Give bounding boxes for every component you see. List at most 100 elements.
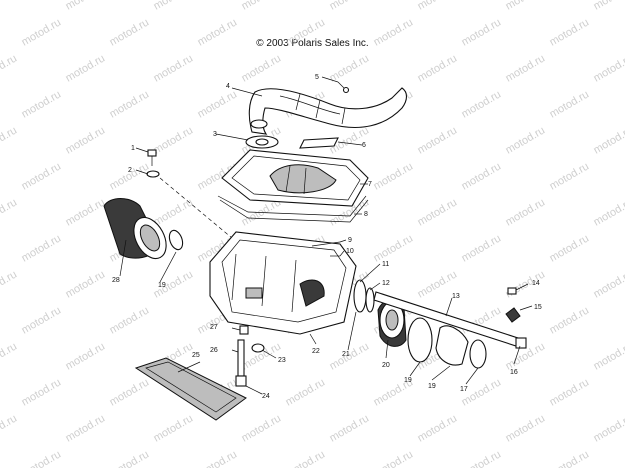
callout-3: 3 — [213, 131, 217, 138]
screw — [342, 86, 350, 94]
watermark-text: motod.ru — [20, 232, 64, 264]
drain-26 — [237, 339, 245, 377]
watermark-text: motod.ru — [64, 124, 108, 156]
watermark-text: motod.ru — [416, 124, 460, 156]
watermark-text: motod.ru — [372, 160, 416, 192]
watermark-text: motod.ru — [504, 412, 548, 444]
callout-19: 19 — [158, 282, 166, 289]
watermark-text: motod.ru — [240, 52, 284, 84]
clamp-17 — [469, 339, 487, 369]
watermark-text: motod.ru — [504, 124, 548, 156]
watermark-text: motod.ru — [0, 196, 19, 228]
watermark-text: motod.ru — [416, 52, 460, 84]
boot-19-b — [435, 325, 469, 366]
watermark-text: motod.ru — [460, 160, 504, 192]
panel-25 — [134, 357, 247, 421]
callout-2: 2 — [128, 167, 132, 174]
callout-28: 28 — [112, 277, 120, 284]
watermark-text: motod.ru — [548, 160, 592, 192]
watermark-text: motod.ru — [592, 196, 625, 228]
callout-8: 8 — [364, 211, 368, 218]
airbox-body — [209, 231, 357, 335]
hose-clamp-left — [168, 229, 184, 251]
watermark-text: motod.ru — [460, 232, 504, 264]
watermark-text: motod.ru — [592, 412, 625, 444]
watermark-text: motod.ru — [108, 160, 152, 192]
watermark-text: motod.ru — [0, 124, 19, 156]
callout-19: 19 — [404, 377, 412, 384]
screw-14 — [507, 287, 517, 295]
watermark-text: motod.ru — [592, 124, 625, 156]
watermark-text: motod.ru — [328, 52, 372, 84]
watermark-text: motod.ru — [592, 0, 625, 13]
decal-label — [299, 137, 339, 149]
watermark-text: motod.ru — [504, 196, 548, 228]
watermark-text: motod.ru — [504, 268, 548, 300]
watermark-text: motod.ru — [416, 412, 460, 444]
watermark-text: motod.ru — [20, 88, 64, 120]
tube-end — [515, 337, 527, 349]
copyright-text: © 2003 Polaris Sales Inc. — [256, 38, 369, 49]
watermark-text: motod.ru — [548, 376, 592, 408]
watermark-text: motod.ru — [548, 88, 592, 120]
watermark-text: motod.ru — [152, 52, 196, 84]
watermark-text: motod.ru — [152, 412, 196, 444]
callout-11: 11 — [382, 261, 389, 268]
watermark-text: motod.ru — [64, 52, 108, 84]
callout-19: 19 — [428, 383, 436, 390]
watermark-text: motod.ru — [152, 196, 196, 228]
watermark-text: motod.ru — [460, 448, 504, 468]
watermark-text: motod.ru — [152, 0, 196, 13]
callout-16: 16 — [510, 369, 518, 376]
callout-14: 14 — [532, 280, 540, 287]
bolt-head — [147, 149, 157, 157]
duct-outlet — [250, 119, 268, 129]
callout-4: 4 — [226, 83, 230, 90]
watermark-text: motod.ru — [372, 16, 416, 48]
watermark-text: motod.ru — [64, 412, 108, 444]
callout-20: 20 — [382, 362, 390, 369]
watermark-text: motod.ru — [592, 268, 625, 300]
watermark-text: motod.ru — [108, 16, 152, 48]
watermark-text: motod.ru — [372, 232, 416, 264]
watermark-text: motod.ru — [548, 304, 592, 336]
watermark-text: motod.ru — [328, 412, 372, 444]
watermark-text: motod.ru — [284, 16, 328, 48]
watermark-text: motod.ru — [0, 268, 19, 300]
callout-numbers: 1234567891011121314151617191919202122232… — [112, 74, 542, 400]
clip-15 — [505, 307, 521, 323]
callout-12: 12 — [382, 280, 390, 287]
callout-5: 5 — [315, 74, 319, 81]
watermark-text: motod.ru — [20, 16, 64, 48]
callout-26: 26 — [210, 347, 218, 354]
watermark-text: motod.ru — [196, 88, 240, 120]
callout-25: 25 — [192, 352, 200, 359]
callout-23: 23 — [278, 357, 286, 364]
watermark-text: motod.ru — [372, 448, 416, 468]
watermark-text: motod.ru — [64, 268, 108, 300]
washer-23 — [251, 343, 265, 353]
watermark-text: motod.ru — [0, 340, 19, 372]
watermark-text: motod.ru — [0, 412, 19, 444]
watermark-text: motod.ru — [460, 16, 504, 48]
watermark-text: motod.ru — [416, 0, 460, 13]
watermark-text: motod.ru — [548, 232, 592, 264]
intake-adapter — [377, 298, 407, 347]
seal-ring — [365, 287, 375, 313]
callout-10: 10 — [346, 248, 354, 255]
air-filter — [103, 198, 167, 260]
watermark-text: motod.ru — [548, 16, 592, 48]
callout-9: 9 — [348, 237, 352, 244]
callout-27: 27 — [210, 324, 218, 331]
watermark-text: motod.ru — [0, 0, 19, 13]
callout-1: 1 — [131, 145, 135, 152]
watermark-text: motod.ru — [504, 0, 548, 13]
drain-cap-24 — [235, 375, 247, 387]
watermark-text: motod.ru — [196, 16, 240, 48]
callout-21: 21 — [342, 351, 350, 358]
watermark-text: motod.ru — [20, 160, 64, 192]
watermark-text: motod.ru — [196, 448, 240, 468]
watermark-text: motod.ru — [240, 0, 284, 13]
